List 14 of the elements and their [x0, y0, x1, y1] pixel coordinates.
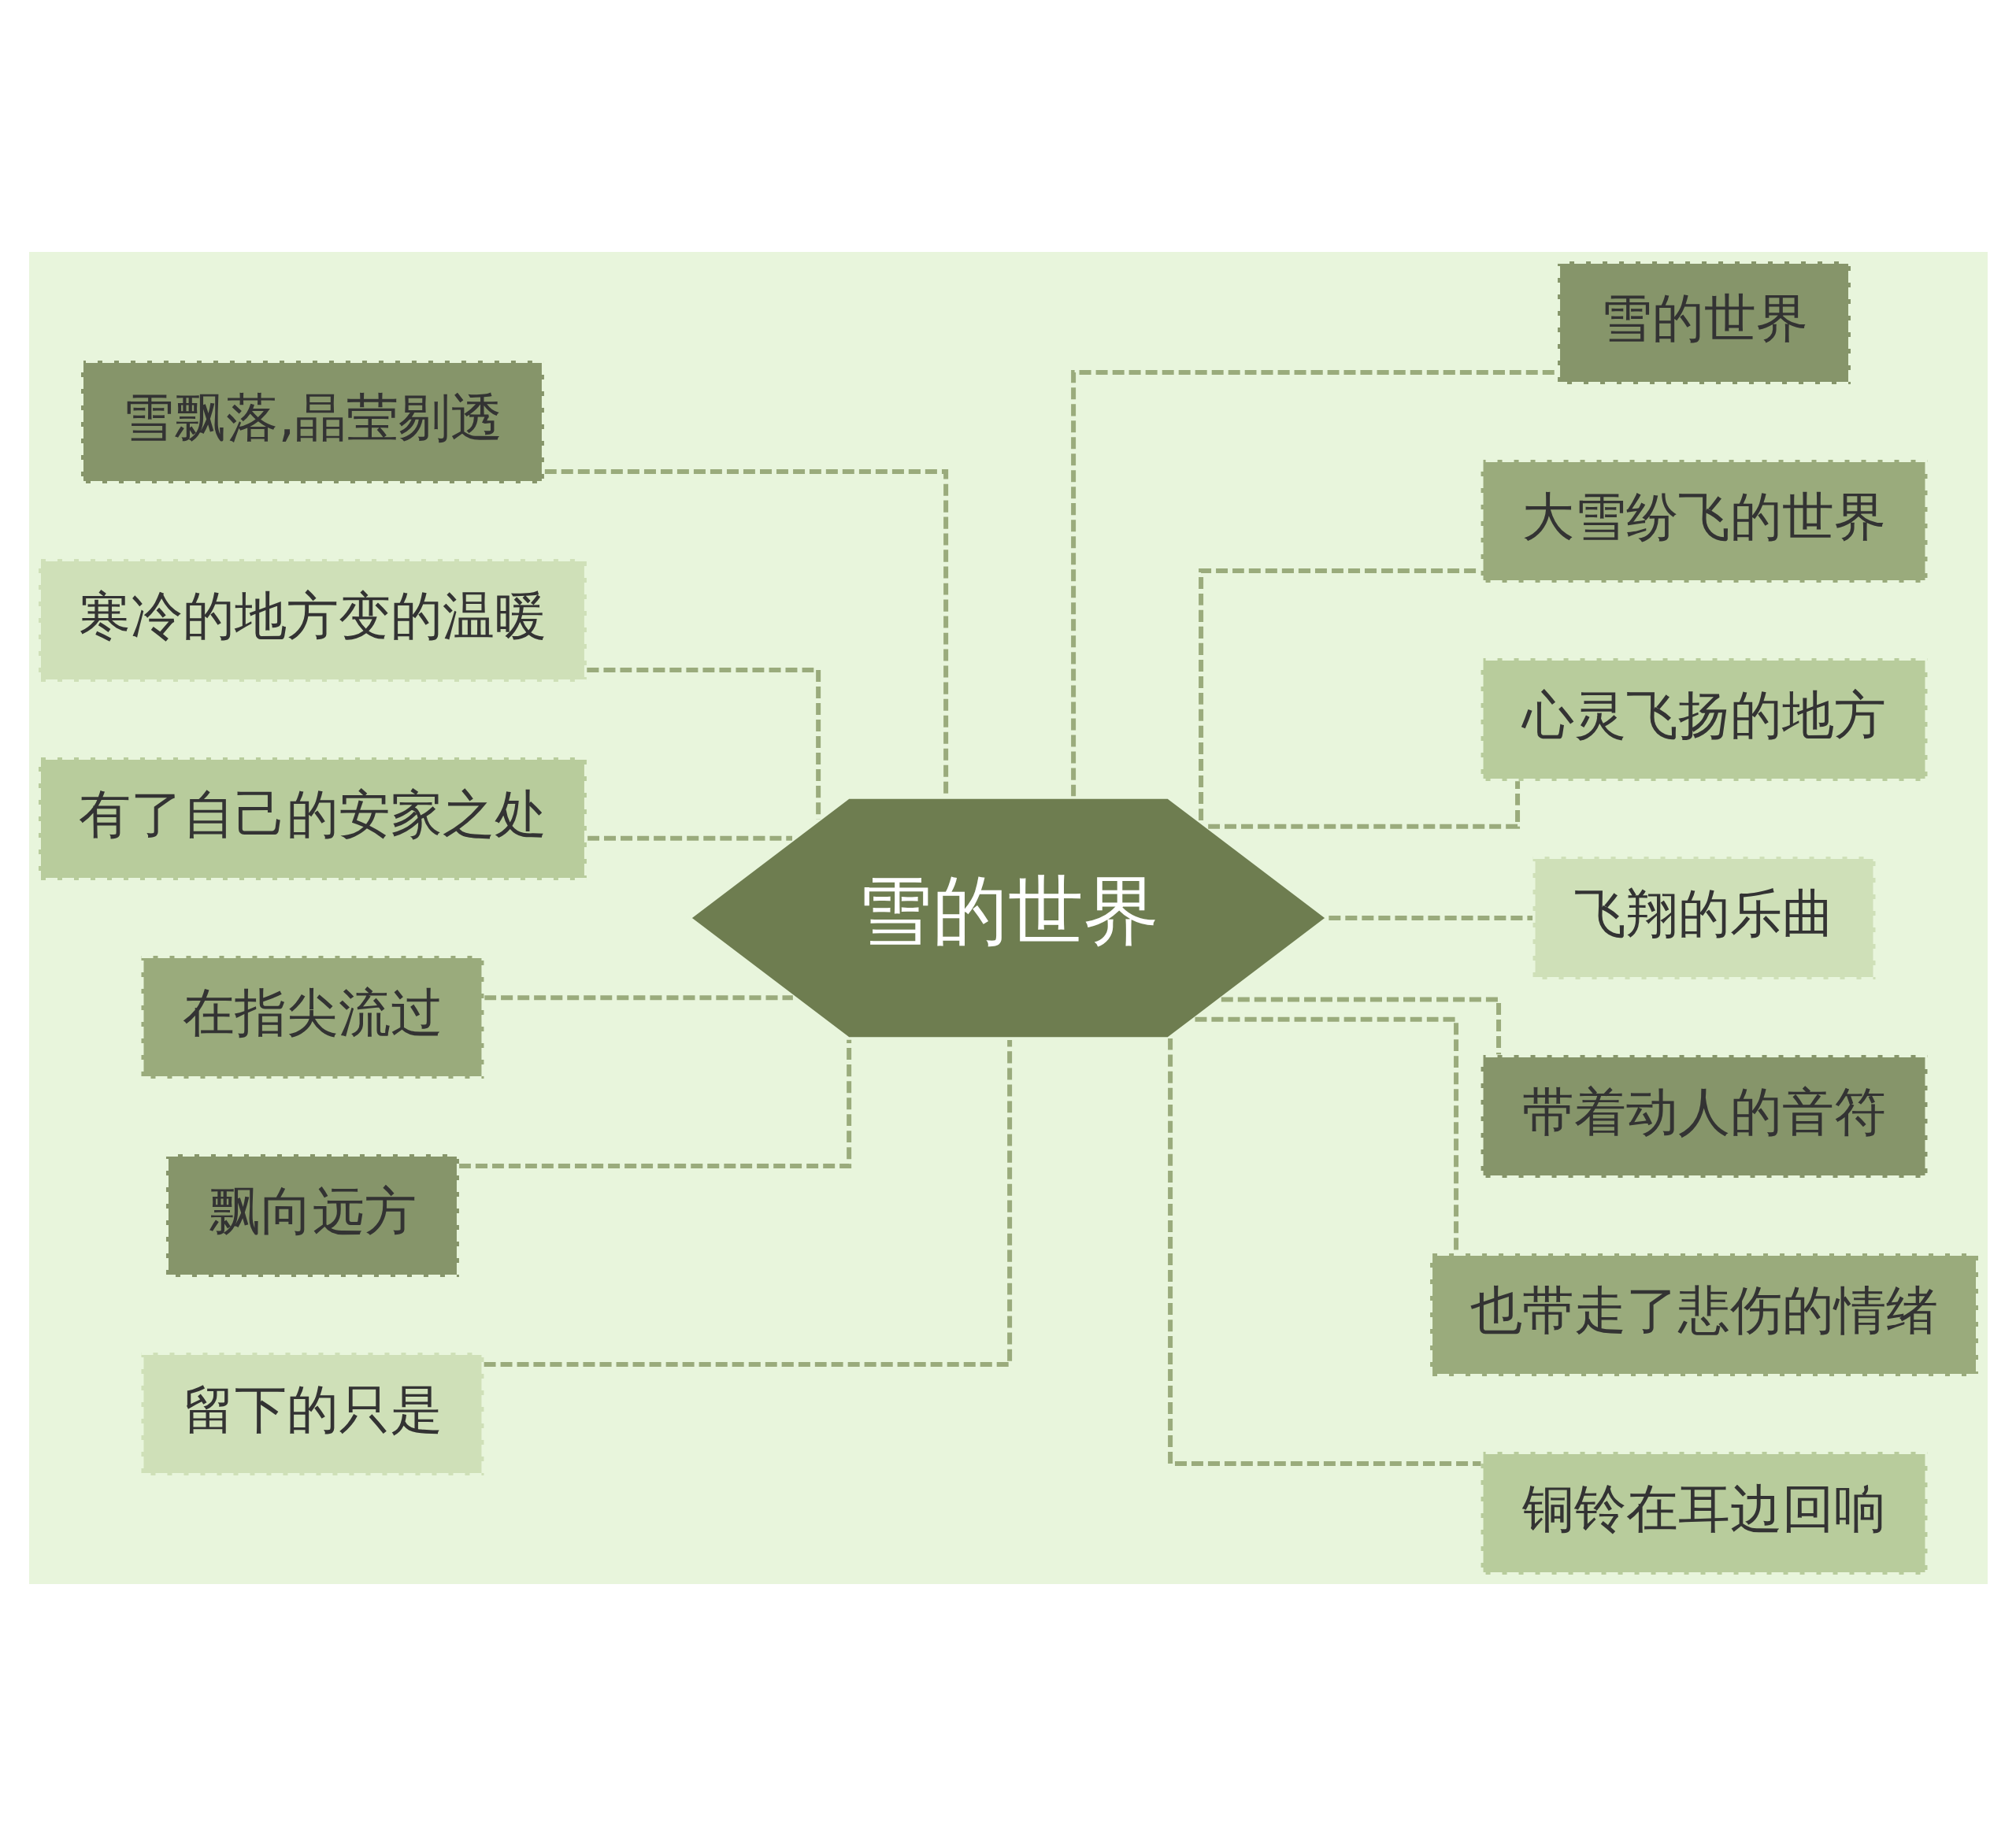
node-box: 带着动人的音符: [1478, 1053, 1929, 1180]
connector: [484, 1039, 1012, 1367]
connector: [458, 1039, 851, 1168]
node-box: 心灵飞扬的地方: [1478, 656, 1929, 783]
node-box: 在指尖流过: [139, 953, 486, 1081]
node-box: 飞翔的乐曲: [1530, 854, 1877, 982]
connector: [1221, 997, 1501, 1055]
connector: [1328, 916, 1532, 920]
connector: [1207, 781, 1520, 829]
connector: [587, 835, 792, 841]
connector: [1070, 370, 1557, 797]
connector: [586, 668, 821, 820]
connector: [1167, 1038, 1480, 1466]
connector: [484, 995, 793, 1001]
